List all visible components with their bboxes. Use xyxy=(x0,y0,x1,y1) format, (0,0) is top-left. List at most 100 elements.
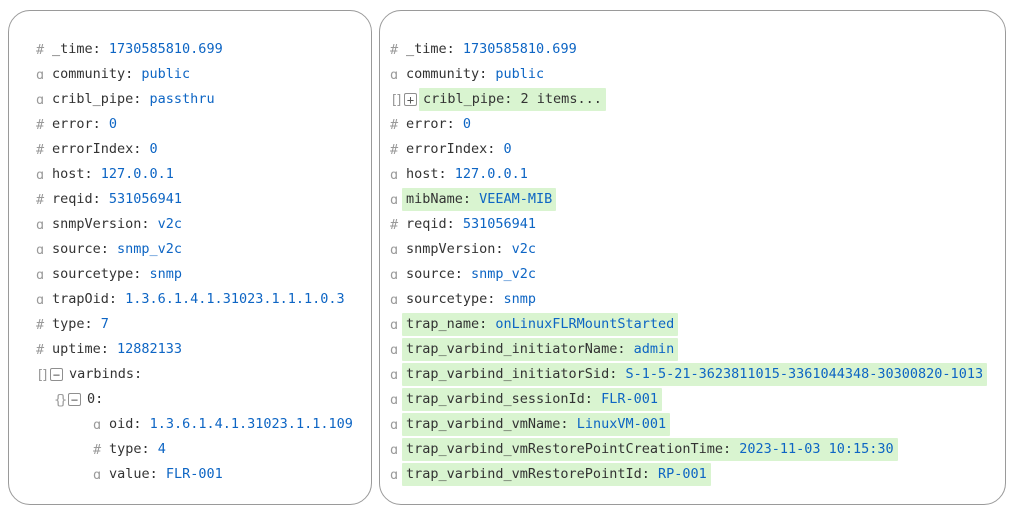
field-key: host: xyxy=(406,166,455,182)
event-field-row: #errorIndex: 0 xyxy=(390,137,999,162)
field-key-value: trap_varbind_vmRestorePointCreationTime:… xyxy=(402,438,898,461)
field-key: mibName: xyxy=(406,191,480,207)
field-key-value: trap_varbind_vmRestorePointId: RP-001 xyxy=(402,463,711,486)
field-key: sourcetype: xyxy=(52,266,150,282)
field-value: S-1-5-21-3623811015-3361044348-30300820-… xyxy=(625,366,984,382)
type-string-icon: ɑ xyxy=(93,416,102,433)
field-key: trap_varbind_vmRestorePointId: xyxy=(406,466,658,482)
field-key: snmpVersion: xyxy=(406,241,512,257)
field-key-value: type: 4 xyxy=(105,438,170,461)
field-value: 0 xyxy=(149,141,158,157)
expand-icon[interactable]: + xyxy=(404,93,417,106)
event-field-row: []−varbinds: xyxy=(36,362,363,387)
field-key-value: community: public xyxy=(402,63,548,86)
field-key: trap_varbind_initiatorSid: xyxy=(406,366,626,382)
type-string-icon: ɑ xyxy=(390,166,399,183)
field-key: source: xyxy=(52,241,118,257)
field-key: error: xyxy=(406,116,463,132)
field-key: trap_varbind_vmRestorePointCreationTime: xyxy=(406,441,740,457)
collapse-icon[interactable]: − xyxy=(68,393,81,406)
field-value: VEEAM-MIB xyxy=(479,191,553,207)
field-value: LinuxVM-001 xyxy=(576,416,667,432)
field-value: 12882133 xyxy=(117,341,183,357)
field-key-value: trapOid: 1.3.6.1.4.1.31023.1.1.1.0.3 xyxy=(48,288,349,311)
field-key-value: type: 7 xyxy=(48,313,113,336)
field-key-value: error: 0 xyxy=(402,113,475,136)
field-key-value: sourcetype: snmp xyxy=(48,263,186,286)
field-value: 127.0.0.1 xyxy=(454,166,528,182)
field-value: 1730585810.699 xyxy=(462,41,577,57)
type-number-icon: # xyxy=(390,116,399,133)
field-key-value: error: 0 xyxy=(48,113,121,136)
field-value: 0 xyxy=(462,116,472,132)
field-value: admin xyxy=(633,341,675,357)
event-field-row: #error: 0 xyxy=(390,112,999,137)
event-field-row: #error: 0 xyxy=(36,112,363,137)
field-key: varbinds: xyxy=(69,366,143,382)
event-field-row: #type: 4 xyxy=(36,437,363,462)
field-key: sourcetype: xyxy=(406,291,504,307)
field-key: _time: xyxy=(406,41,463,57)
field-value: FLR-001 xyxy=(601,391,658,407)
type-number-icon: # xyxy=(36,316,45,333)
field-value: FLR-001 xyxy=(165,466,223,482)
field-key-value: trap_name: onLinuxFLRMountStarted xyxy=(402,313,679,336)
field-value: v2c xyxy=(511,241,537,257)
type-string-icon: ɑ xyxy=(93,466,102,483)
field-key-value: community: public xyxy=(48,63,194,86)
field-key: reqid: xyxy=(406,216,463,232)
collapse-icon[interactable]: − xyxy=(50,368,63,381)
field-key: errorIndex: xyxy=(406,141,504,157)
field-key: reqid: xyxy=(52,191,109,207)
field-value: 2023-11-03 10:15:30 xyxy=(739,441,894,457)
field-key: trap_name: xyxy=(406,316,496,332)
type-object-icon: {} xyxy=(54,391,67,408)
event-field-row: #uptime: 12882133 xyxy=(36,337,363,362)
field-value: public xyxy=(141,66,191,82)
field-value: snmp xyxy=(503,291,537,307)
type-string-icon: ɑ xyxy=(390,291,399,308)
field-key-value: varbinds: xyxy=(65,363,146,386)
field-value: 4 xyxy=(157,441,166,457)
type-string-icon: ɑ xyxy=(36,241,45,258)
field-key-value: reqid: 531056941 xyxy=(48,188,186,211)
event-field-row: #type: 7 xyxy=(36,312,363,337)
field-value: 531056941 xyxy=(108,191,183,207)
field-key-value: errorIndex: 0 xyxy=(402,138,516,161)
type-string-icon: ɑ xyxy=(390,316,399,333)
field-key-value: value: FLR-001 xyxy=(105,463,227,486)
type-string-icon: ɑ xyxy=(390,266,399,283)
field-key-value: trap_varbind_initiatorName: admin xyxy=(402,338,679,361)
field-key-value: errorIndex: 0 xyxy=(48,138,162,161)
type-number-icon: # xyxy=(390,41,399,58)
field-key: type: xyxy=(52,316,101,332)
type-string-icon: ɑ xyxy=(36,266,45,283)
field-key-value: cribl_pipe: passthru xyxy=(48,88,219,111)
type-number-icon: # xyxy=(390,141,399,158)
event-field-row: #reqid: 531056941 xyxy=(390,212,999,237)
field-value: 531056941 xyxy=(462,216,537,232)
type-string-icon: ɑ xyxy=(390,441,399,458)
type-string-icon: ɑ xyxy=(36,66,45,83)
type-string-icon: ɑ xyxy=(390,466,399,483)
event-field-row: ɑ host: 127.0.0.1 xyxy=(390,162,999,187)
field-value: 7 xyxy=(100,316,109,332)
field-key-value: mibName: VEEAM-MIB xyxy=(402,188,557,211)
field-key: trap_varbind_initiatorName: xyxy=(406,341,634,357)
type-string-icon: ɑ xyxy=(36,91,45,108)
field-key: cribl_pipe: xyxy=(52,91,150,107)
type-number-icon: # xyxy=(36,341,45,358)
field-key: community: xyxy=(406,66,496,82)
field-key: trapOid: xyxy=(52,291,126,307)
